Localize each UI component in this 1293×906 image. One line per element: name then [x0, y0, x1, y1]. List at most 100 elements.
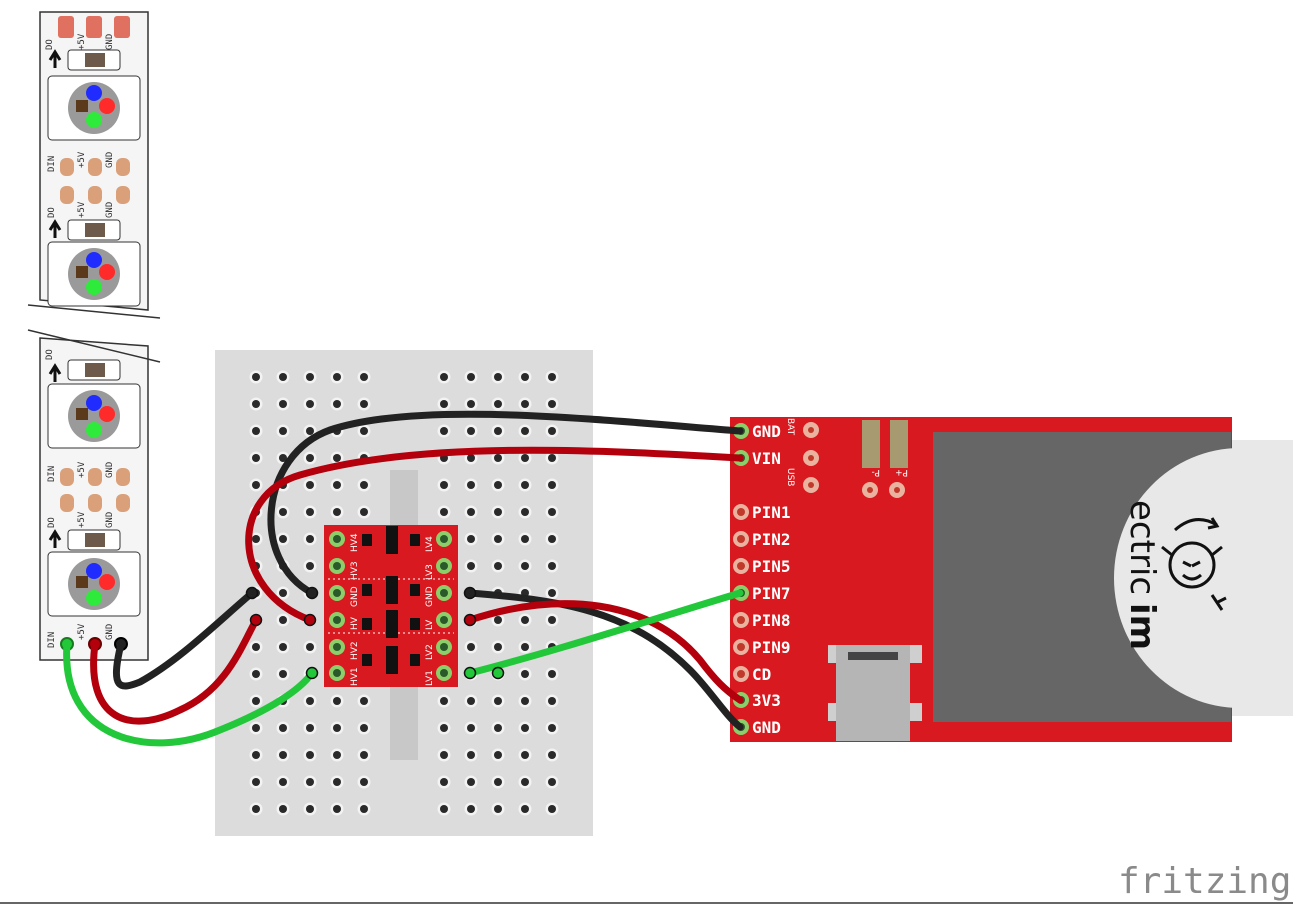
- breadboard-hole-center: [494, 697, 502, 705]
- imp-pin-hole: [737, 670, 745, 678]
- breadboard-hole-center: [440, 751, 448, 759]
- shifter-resistor: [362, 654, 372, 666]
- breadboard-hole-center: [252, 643, 260, 651]
- strip-label-5v-4: +5V: [77, 511, 87, 528]
- imp-pin-hole: [737, 643, 745, 651]
- wire-black-strip-gnd[interactable]: [113, 589, 256, 690]
- sd-card: ectric im: [1114, 440, 1293, 716]
- strip-label-5v-top: +5V: [77, 33, 87, 50]
- wire-green-strip-din[interactable]: [63, 640, 316, 747]
- breadboard-hole-center: [467, 778, 475, 786]
- breadboard-hole-center: [548, 805, 556, 813]
- breadboard-hole-center: [521, 616, 529, 624]
- breadboard-hole-center: [252, 697, 260, 705]
- breadboard-hole-center: [521, 562, 529, 570]
- shifter-resistor: [410, 654, 420, 666]
- breadboard-hole-center: [360, 697, 368, 705]
- imp-pin-label: PIN1: [752, 503, 791, 522]
- breadboard-hole-center: [548, 535, 556, 543]
- shifter-label-lv4: LV4: [425, 536, 435, 552]
- breadboard-hole-center: [360, 724, 368, 732]
- breadboard-hole-center: [279, 589, 287, 597]
- wire-end[interactable]: [245, 586, 259, 600]
- breadboard-hole-center: [360, 481, 368, 489]
- breadboard-hole-center: [494, 535, 502, 543]
- breadboard-hole-center: [440, 508, 448, 516]
- wire-end[interactable]: [305, 586, 319, 600]
- wire-end[interactable]: [491, 666, 505, 680]
- shifter-label-lv1: LV1: [425, 670, 435, 686]
- wire-end[interactable]: [249, 613, 263, 627]
- wire-end[interactable]: [303, 613, 317, 627]
- card-text-1: ectric: [1122, 500, 1162, 595]
- breadboard-hole-center: [252, 454, 260, 462]
- shifter-resistor: [362, 618, 372, 630]
- breadboard-hole-center: [279, 373, 287, 381]
- wire-red-vin[interactable]: [245, 446, 744, 624]
- breadboard-hole-center: [360, 400, 368, 408]
- breadboard-hole-center: [333, 778, 341, 786]
- breadboard-hole-center: [279, 751, 287, 759]
- wire-end[interactable]: [463, 666, 477, 680]
- imp-pin-hole: [737, 616, 745, 624]
- breadboard-hole-center: [440, 400, 448, 408]
- breadboard-hole-center: [467, 427, 475, 435]
- strip-label-din-3: DIN: [47, 466, 57, 482]
- breadboard-hole-center: [306, 697, 314, 705]
- imp-switch[interactable]: [828, 645, 922, 741]
- breadboard-hole-center: [252, 427, 260, 435]
- breadboard-hole-center: [467, 643, 475, 651]
- breadboard-hole-center: [548, 400, 556, 408]
- breadboard-hole-center: [333, 454, 341, 462]
- strip-label-do-4: DO: [47, 517, 57, 528]
- led-segment-1: [47, 49, 141, 141]
- breadboard-hole-center: [279, 724, 287, 732]
- breadboard-hole-center: [494, 751, 502, 759]
- wire-end[interactable]: [305, 666, 319, 680]
- strip-top-pads: DO +5V GND: [45, 16, 130, 50]
- breadboard-hole-center: [521, 508, 529, 516]
- level-shifter: HV4 HV3 GND HV HV2 HV1 LV4 LV3 GND LV LV…: [324, 525, 458, 687]
- strip-label-gnd-4: GND: [105, 512, 115, 528]
- breadboard-hole-center: [467, 724, 475, 732]
- breadboard-hole-center: [548, 481, 556, 489]
- breadboard-hole-center: [279, 805, 287, 813]
- breadboard-hole-center: [306, 724, 314, 732]
- breadboard-hole-center: [521, 670, 529, 678]
- imp-label-usb: USB: [785, 468, 795, 486]
- breadboard-hole-center: [306, 805, 314, 813]
- wire-black-gnd-top[interactable]: [267, 410, 744, 597]
- breadboard-hole-center: [279, 670, 287, 678]
- wire-red-strip-5v[interactable]: [90, 616, 260, 725]
- imp-logo-icon: [1161, 517, 1227, 611]
- electric-imp-board: ectric im BAT USB P- P+: [730, 417, 1293, 742]
- breadboard-hole-center: [494, 427, 502, 435]
- led-segment-3: DO: [45, 349, 141, 449]
- breadboard-hole-center: [306, 481, 314, 489]
- breadboard-hole-center: [360, 427, 368, 435]
- shifter-label-hv: HV: [350, 616, 360, 630]
- strip-mid-pads-1: DIN +5V GND DO +5V GND: [47, 151, 130, 218]
- shifter-pin-hole: [440, 643, 448, 651]
- breadboard-hole-center: [494, 508, 502, 516]
- breadboard-hole-center: [333, 373, 341, 381]
- wire-black-gnd-bottom[interactable]: [466, 589, 744, 731]
- wire-green-pin7[interactable]: [466, 589, 744, 677]
- breadboard-hole-center: [467, 535, 475, 543]
- breadboard-hole-center: [521, 805, 529, 813]
- shifter-pin-hole: [333, 616, 341, 624]
- wire-end[interactable]: [463, 613, 477, 627]
- breadboard-hole-center: [360, 508, 368, 516]
- wire-red-3v3[interactable]: [466, 600, 744, 704]
- breadboard-hole-center: [467, 562, 475, 570]
- breadboard-hole-center: [494, 400, 502, 408]
- level-shifter-pins: [329, 531, 452, 681]
- imp-pin-label: PIN9: [752, 638, 791, 657]
- imp-pin-label: GND: [752, 718, 781, 737]
- wires: [63, 410, 744, 747]
- breadboard-hole-center: [494, 454, 502, 462]
- breadboard-hole-center: [252, 805, 260, 813]
- wire-end[interactable]: [463, 586, 477, 600]
- breadboard-hole-center: [279, 778, 287, 786]
